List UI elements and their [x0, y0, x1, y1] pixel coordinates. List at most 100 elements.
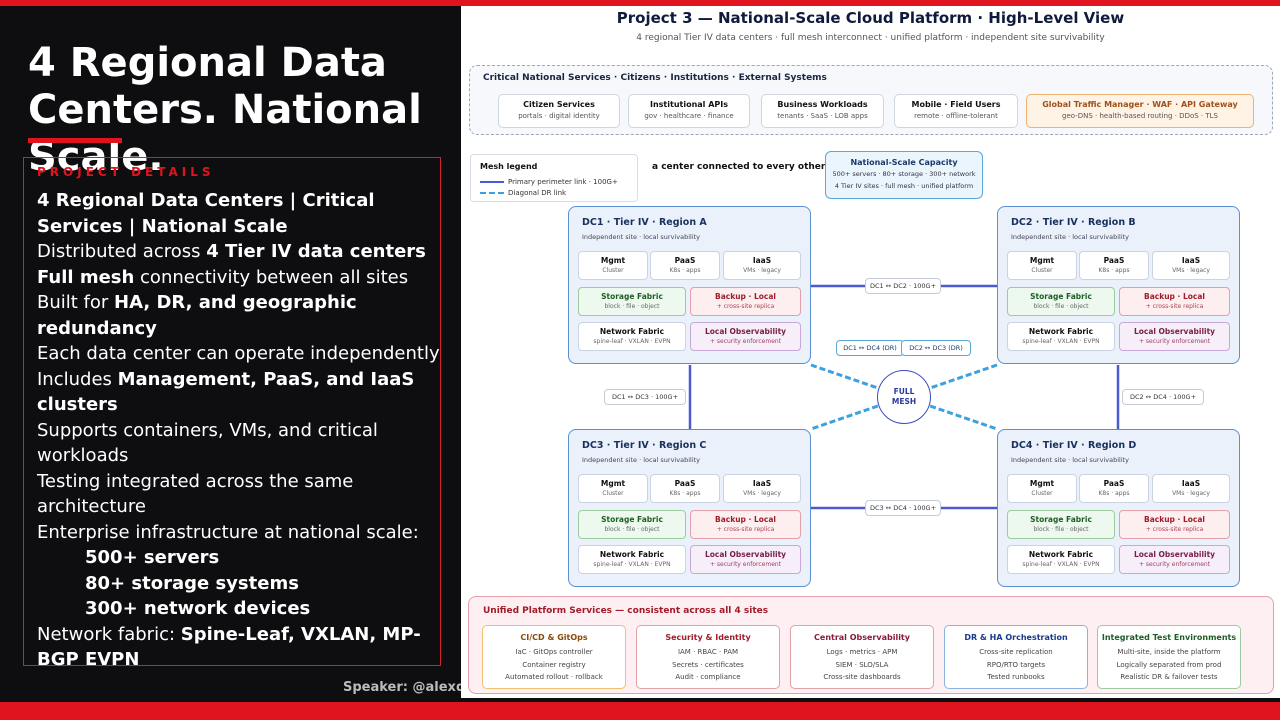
- dc-cell-obs: Local Observability+ security enforcemen…: [1119, 545, 1230, 574]
- card-line: Audit · compliance: [675, 673, 741, 681]
- dc-subtitle: Independent site · local survivability: [1011, 456, 1130, 464]
- speaker-credit: Speaker: @alexd: [343, 680, 461, 695]
- list-item: 4 Regional Data Centers | Critical Servi…: [37, 190, 375, 237]
- dc-title: DC4 · Tier IV · Region D: [1011, 440, 1137, 451]
- dc1-box: DC1 · Tier IV · Region A Independent site…: [568, 206, 811, 364]
- link-dc2-dc3: [810, 363, 998, 431]
- critical-services-title: Critical National Services · Citizens · …: [483, 73, 827, 83]
- card-line: Realistic DR & failover tests: [1120, 673, 1218, 681]
- list-item: Distributed across 4 Tier IV data center…: [37, 241, 426, 262]
- card-line: Automated rollout · rollback: [505, 673, 603, 681]
- bottom-accent-bar: [0, 702, 1280, 720]
- legend-diagonal: Diagonal DR link: [480, 189, 566, 197]
- label-dc2-dc4: DC2 ↔ DC4 · 100G+: [1122, 389, 1204, 405]
- dc-cell-backup: Backup · Local+ cross-site replica: [1119, 510, 1230, 539]
- dc-title: DC1 · Tier IV · Region A: [582, 217, 707, 228]
- dc-cell-backup: Backup · Local+ cross-site replica: [1119, 287, 1230, 316]
- dc2-box: DC2 · Tier IV · Region B Independent site…: [997, 206, 1240, 364]
- list-item: 80+ storage systems: [85, 572, 299, 594]
- list-item: Enterprise infrastructure at national sc…: [37, 521, 419, 543]
- architecture-diagram: Project 3 — National-Scale Cloud Platfor…: [461, 6, 1280, 698]
- details-list: 4 Regional Data Centers | Critical Servi…: [37, 166, 440, 673]
- unified-platform-services: Unified Platform Services — consistent a…: [468, 596, 1274, 694]
- list-item: Each data center can operate independent…: [37, 343, 440, 364]
- dc-title: DC3 · Tier IV · Region C: [582, 440, 707, 451]
- card-line: Logically separated from prod: [1116, 660, 1222, 669]
- card-line: Cross-site replication: [979, 648, 1053, 656]
- critical-services-group: Critical National Services · Citizens · …: [469, 65, 1273, 135]
- link-dc1-dc4: [810, 363, 998, 431]
- top-accent-bar: [0, 0, 1280, 6]
- list-item: Built for HA, DR, and geographic redunda…: [37, 292, 357, 339]
- dc-cell-backup: Backup · Local+ cross-site replica: [690, 287, 801, 316]
- mesh-note: a center connected to every other: [652, 162, 826, 172]
- card-line: Multi-site, inside the platform: [1117, 648, 1221, 656]
- slide-title: 4 Regional Data Centers. National Scale.: [28, 40, 422, 180]
- project-details-box: 4 Regional Data Centers | Critical Servi…: [23, 157, 441, 670]
- capacity-box: National-Scale Capacity 500+ servers · 8…: [825, 151, 983, 199]
- card-title: Central Observability: [814, 633, 910, 642]
- dc-title: DC2 · Tier IV · Region B: [1011, 217, 1136, 228]
- list-item: Full mesh connectivity between all sites: [37, 266, 409, 288]
- dc-cell-backup: Backup · Local+ cross-site replica: [690, 510, 801, 539]
- diagram-title: Project 3 — National-Scale Cloud Platfor…: [616, 9, 1125, 27]
- card-line: SIEM · SLO/SLA: [835, 660, 889, 669]
- list-item: Supports containers, VMs, and critical w…: [37, 419, 378, 467]
- dc-cell-obs: Local Observability+ security enforcemen…: [690, 545, 801, 574]
- label-dc3-dc4: DC3 ↔ DC4 · 100G+: [865, 500, 941, 516]
- list-item: 500+ servers: [85, 547, 220, 568]
- legend-primary: Primary perimeter link · 100G+: [480, 178, 618, 186]
- unified-title: Unified Platform Services — consistent a…: [483, 606, 769, 616]
- list-item: Includes Management, PaaS, and IaaS clus…: [37, 368, 415, 416]
- dc-subtitle: Independent site · local survivability: [1011, 233, 1130, 241]
- dc3-box: DC3 · Tier IV · Region C Independent site…: [568, 429, 811, 587]
- dc-subtitle: Independent site · local survivability: [582, 456, 701, 464]
- list-item: Network fabric: Spine-Leaf, VXLAN, MP-BG…: [37, 623, 421, 671]
- title-underline: [28, 138, 122, 143]
- card-title: Integrated Test Environments: [1101, 633, 1237, 642]
- details-label: PROJECT DETAILS: [37, 165, 215, 179]
- service-traffic-manager: Global Traffic Manager · WAF · API Gatew…: [1026, 94, 1254, 128]
- list-item: 300+ network devices: [85, 598, 311, 619]
- dc-cell-obs: Local Observability+ security enforcemen…: [1119, 322, 1230, 351]
- legend-title: Mesh legend: [480, 162, 538, 171]
- label-dc1-dc3: DC1 ↔ DC3 · 100G+: [604, 389, 686, 405]
- card-title: CI/CD & GitOps: [520, 633, 588, 642]
- label-dc1-dc2: DC1 ↔ DC2 · 100G+: [865, 278, 941, 294]
- card-line: Secrets · certificates: [672, 660, 744, 669]
- card-title: DR & HA Orchestration: [964, 633, 1068, 642]
- diagram-subtitle: 4 regional Tier IV data centers · full m…: [636, 33, 1105, 43]
- card-line: IaC · GitOps controller: [515, 648, 593, 656]
- card-line: Logs · metrics · APM: [826, 648, 898, 656]
- label-dc2-dc3: DC2 ↔ DC3 (DR): [901, 340, 971, 356]
- dc-subtitle: Independent site · local survivability: [582, 233, 701, 241]
- card-line: RPO/RTO targets: [986, 660, 1046, 669]
- card-line: Cross-site dashboards: [823, 673, 901, 681]
